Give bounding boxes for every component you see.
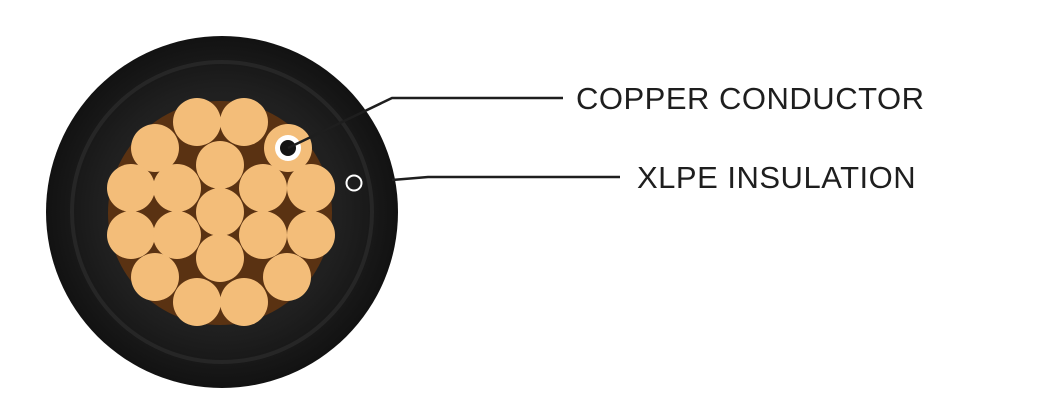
copper-strand bbox=[153, 164, 201, 212]
copper-strand bbox=[239, 164, 287, 212]
copper-strand bbox=[173, 278, 221, 326]
copper-strand bbox=[287, 164, 335, 212]
copper-strand bbox=[173, 98, 221, 146]
copper-strand bbox=[153, 211, 201, 259]
copper-strand bbox=[107, 211, 155, 259]
copper-conductor-label: COPPER CONDUCTOR bbox=[576, 81, 924, 116]
insulation-inner-ring bbox=[70, 60, 374, 364]
conductor-leader-line bbox=[287, 96, 563, 150]
copper-strand bbox=[220, 98, 268, 146]
copper-strand bbox=[239, 211, 287, 259]
copper-strand bbox=[196, 141, 244, 189]
copper-strand bbox=[287, 211, 335, 259]
insulation-marker bbox=[345, 174, 363, 192]
copper-strand bbox=[263, 253, 311, 301]
copper-strand bbox=[196, 234, 244, 282]
copper-strand bbox=[131, 124, 179, 172]
copper-strand bbox=[107, 164, 155, 212]
insulation-leader-line bbox=[391, 175, 620, 182]
copper-strands bbox=[107, 98, 335, 326]
xlpe-insulation-label: XLPE INSULATION bbox=[637, 160, 916, 195]
copper-strand bbox=[131, 253, 179, 301]
copper-strand bbox=[196, 188, 244, 236]
copper-strand bbox=[220, 278, 268, 326]
